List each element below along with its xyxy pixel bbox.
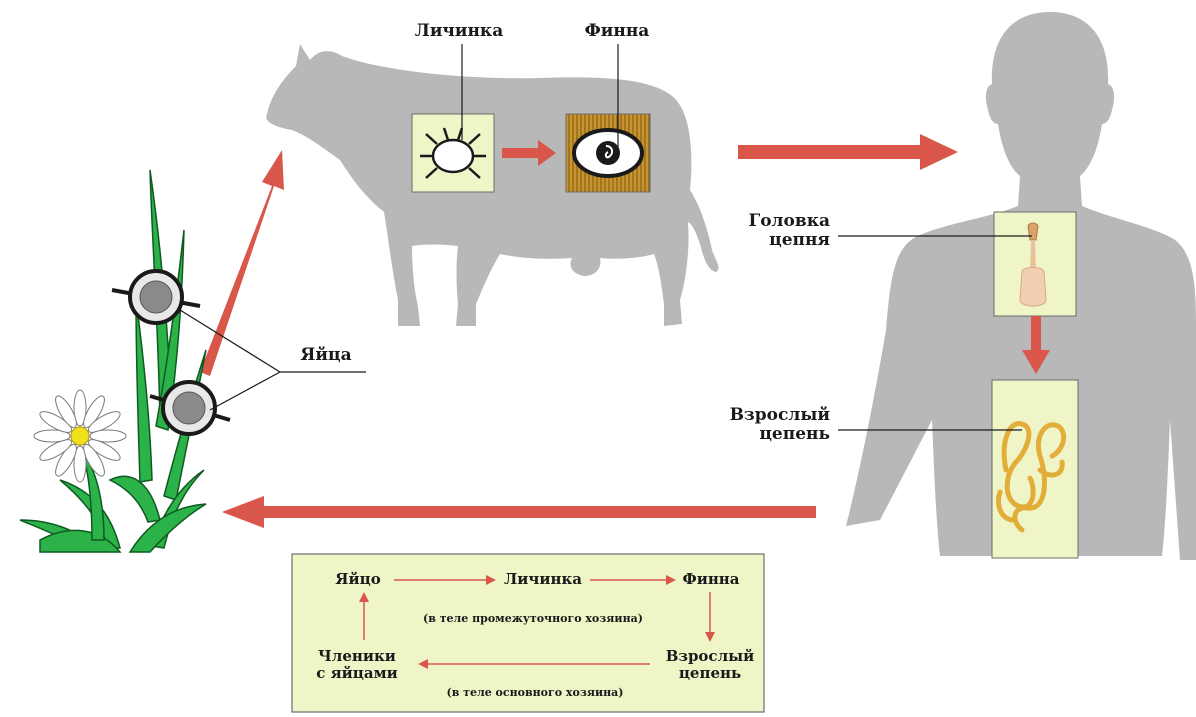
cycle-intermediate-host: (в теле промежуточного хозяина): [398, 612, 668, 625]
finna-label: Финна: [572, 22, 662, 41]
cycle-segments-line2: с яйцами: [302, 665, 412, 682]
cow-to-human-arrow: [738, 134, 958, 170]
larva-label: Личинка: [404, 22, 514, 41]
adult-label-line1: Взрослый: [706, 406, 830, 425]
eggs-label: Яйца: [286, 346, 366, 365]
cycle-segments-line1: Членики: [302, 648, 412, 665]
head-label: Головка цепня: [706, 212, 830, 250]
adult-label: Взрослый цепень: [706, 406, 830, 444]
cycle-segments: Членики с яйцами: [302, 648, 412, 682]
cycle-adult: Взрослый цепень: [658, 648, 762, 682]
cycle-adult-line2: цепень: [658, 665, 762, 682]
head-label-line2: цепня: [706, 231, 830, 250]
finna-icon: [574, 130, 642, 176]
grass-plant: [20, 170, 206, 552]
adult-label-line2: цепень: [706, 425, 830, 444]
egg-icon-upper: [112, 271, 200, 323]
human-to-grass-arrow: [222, 496, 816, 528]
cycle-larva: Личинка: [496, 571, 590, 588]
grass-to-cow-arrow: [200, 150, 284, 376]
daisy-flower: [34, 390, 126, 482]
cycle-adult-line1: Взрослый: [658, 648, 762, 665]
head-label-line1: Головка: [706, 212, 830, 231]
cycle-finna: Финна: [676, 571, 746, 588]
cycle-egg: Яйцо: [322, 571, 394, 588]
cycle-definitive-host: (в теле основного хозяина): [420, 686, 650, 699]
